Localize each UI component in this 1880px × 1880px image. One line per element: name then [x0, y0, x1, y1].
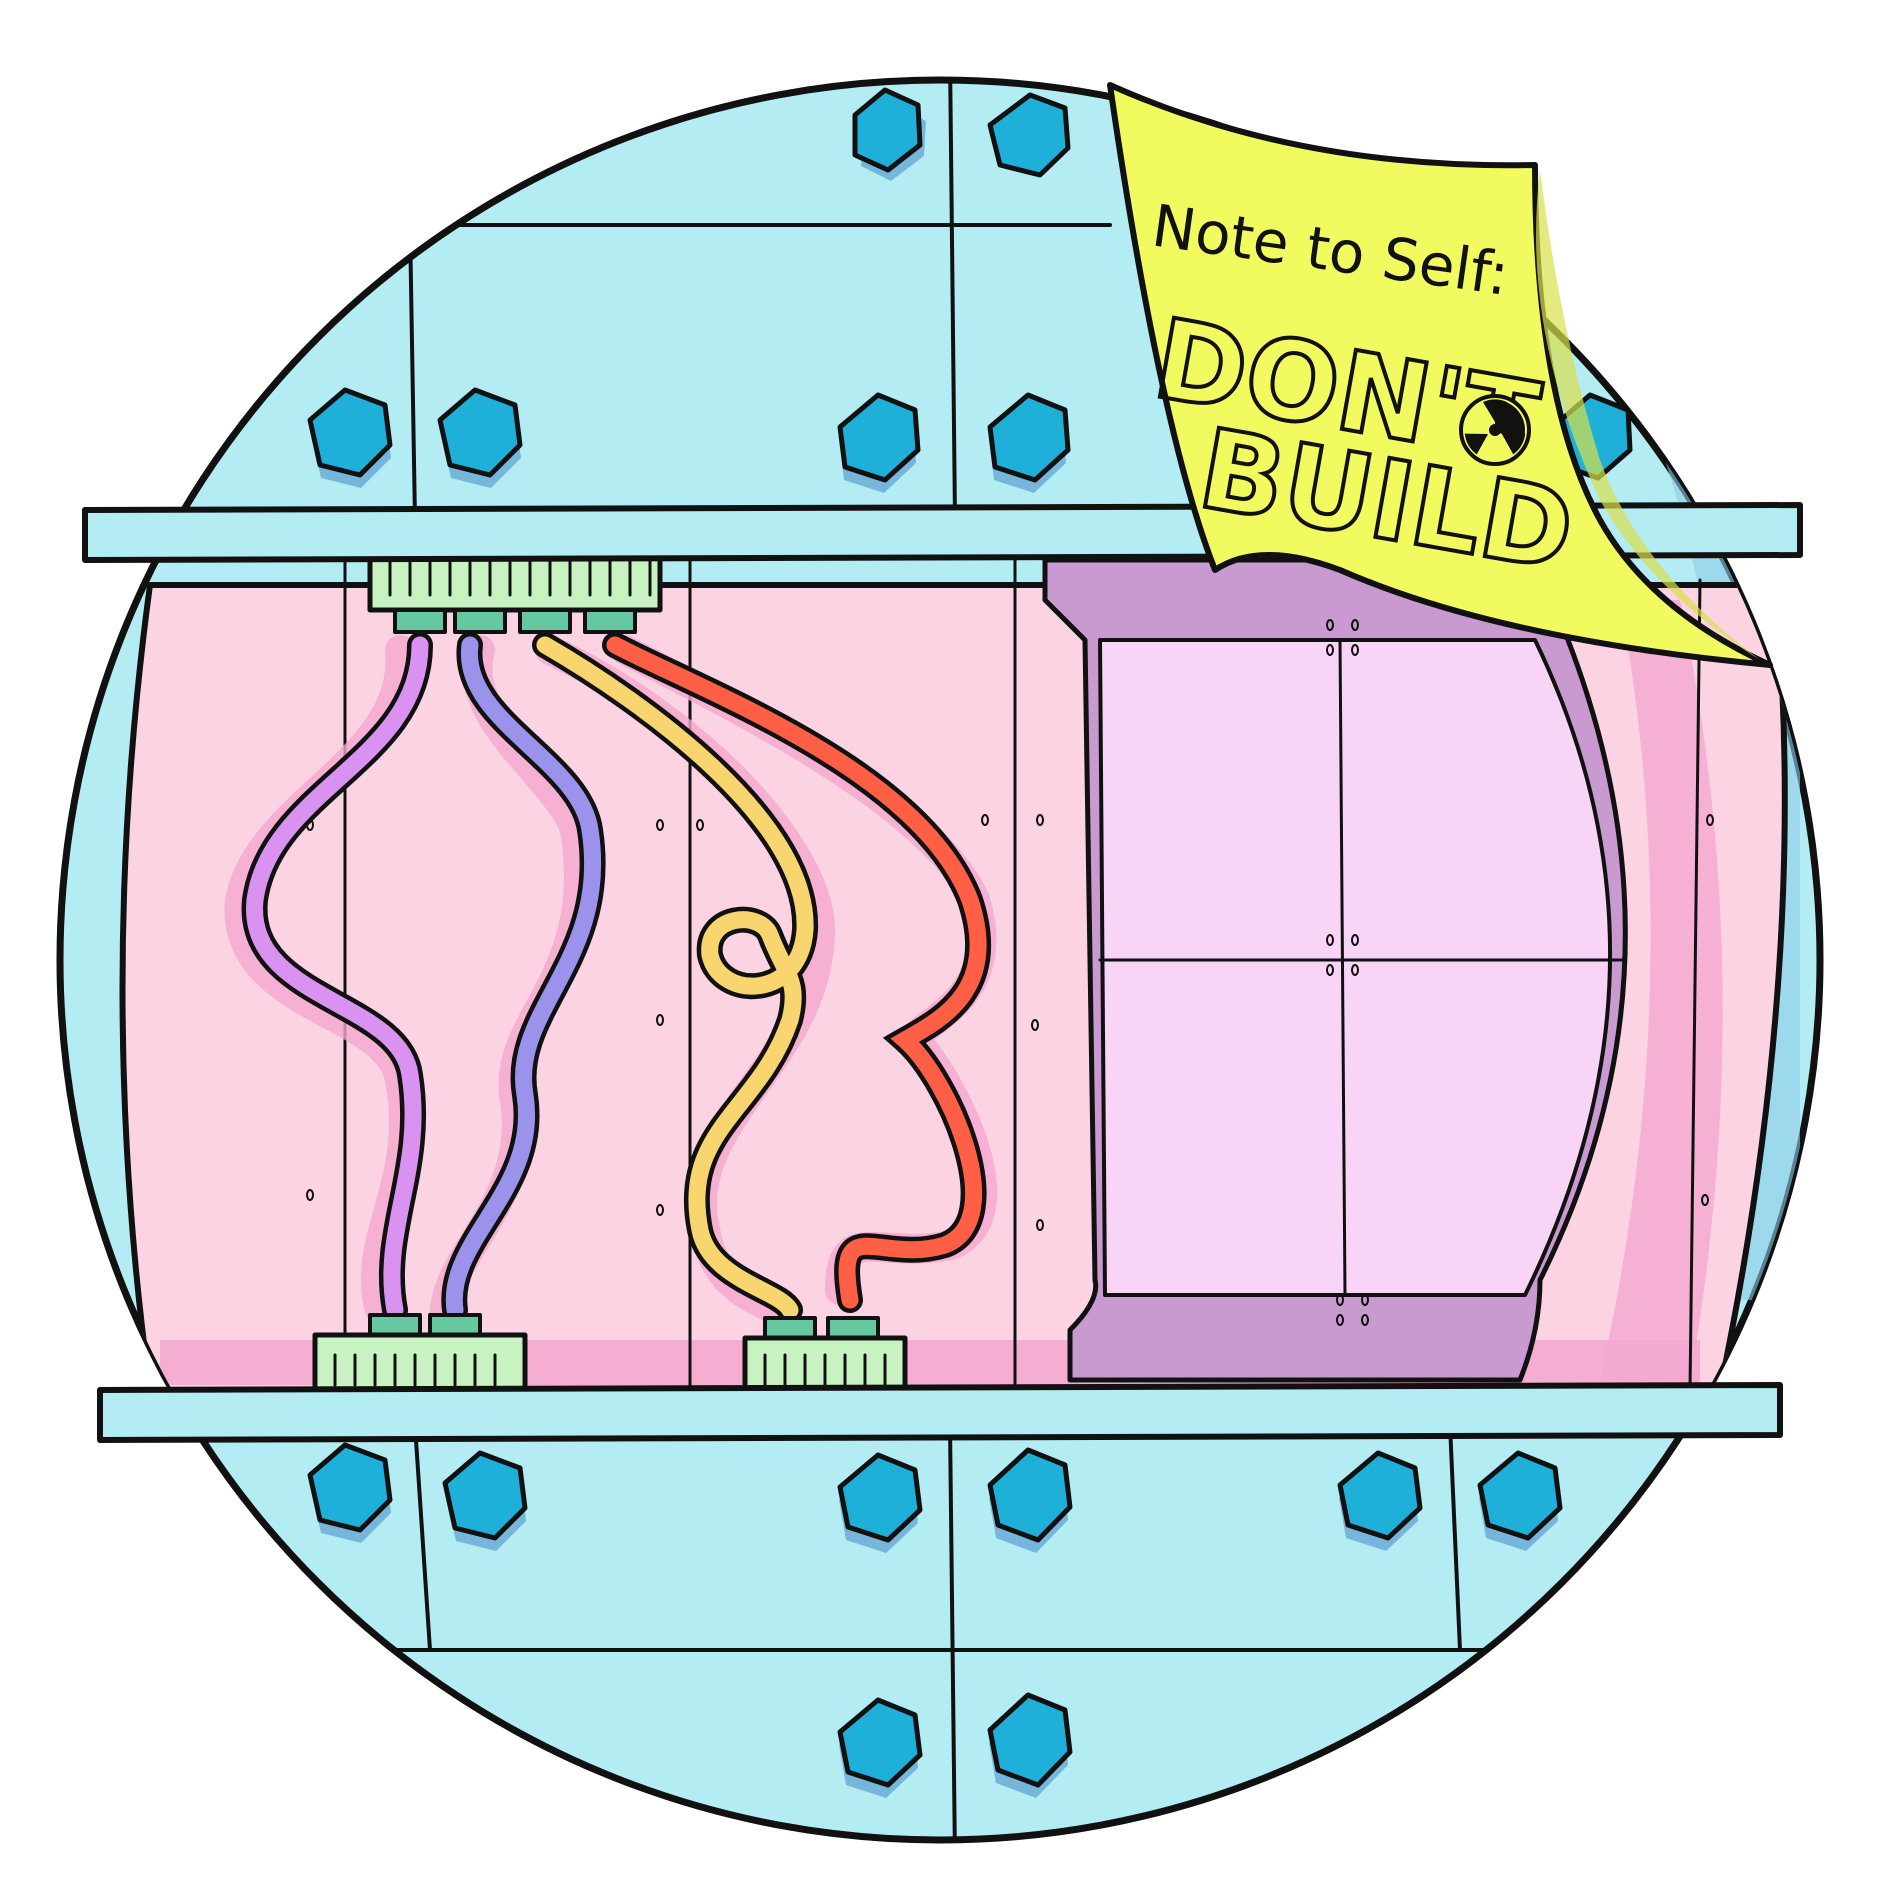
lower-beam [97, 1382, 1783, 1443]
sticky-note-curl [1536, 170, 1760, 660]
bolt [852, 87, 926, 181]
bolt [307, 1442, 393, 1543]
wire-yellow [532, 632, 819, 1323]
door-grid [1098, 638, 1627, 1297]
wire-red [602, 632, 992, 1313]
bolt [987, 92, 1071, 178]
bottom-connector-left [312, 1313, 528, 1393]
sticky-note-paper [1107, 82, 1773, 668]
bottom-connector-right [742, 1316, 908, 1393]
bolt [837, 1697, 923, 1798]
bolt [837, 1452, 923, 1553]
wire-violet [241, 632, 433, 1323]
radiation-icon [1459, 394, 1531, 466]
bolt [437, 387, 523, 488]
door-panel [1098, 638, 1613, 1297]
upper-hull-seams [408, 80, 1112, 522]
bolt [837, 392, 921, 493]
lower-hull-seams [158, 1423, 1722, 1840]
lower-bolts [307, 1442, 1563, 1798]
bolt [1337, 1450, 1423, 1551]
wire-blue [441, 632, 606, 1323]
door-rivets [1326, 619, 1369, 1326]
bolt [987, 392, 1071, 493]
sticky-note: Note to Self: DON'T BUILD [1107, 82, 1773, 668]
bolt [987, 1447, 1073, 1553]
bolt [987, 1692, 1073, 1798]
bolt [1477, 1450, 1563, 1551]
bolt [442, 1450, 528, 1551]
bolt [307, 387, 393, 488]
